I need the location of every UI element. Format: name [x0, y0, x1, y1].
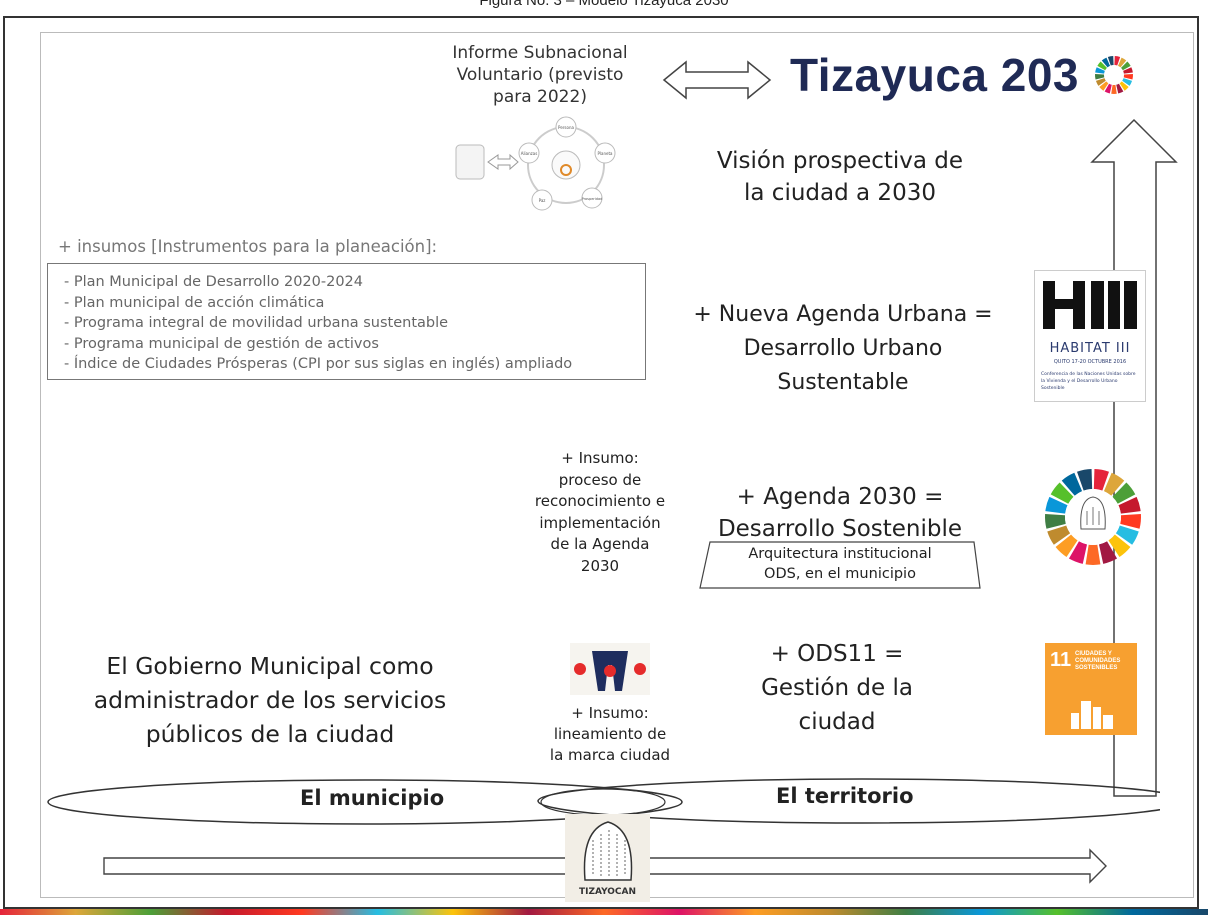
sdg-ring-segment	[1102, 57, 1111, 68]
list-item: - Programa municipal de gestión de activ…	[64, 335, 379, 352]
sdg-wheel-segment	[1077, 469, 1093, 491]
double-arrow-icon	[662, 60, 772, 100]
sdg-wheel-segment	[1098, 541, 1118, 564]
insumos-heading: + insumos [Instrumentos para la planeaci…	[58, 237, 438, 256]
sdg-ring-segment	[1118, 57, 1127, 68]
sdg-wheel-segment	[1068, 541, 1088, 564]
sdg-wheel-segment	[1112, 482, 1136, 504]
sdg-ring-segment	[1104, 83, 1113, 94]
list-item: - Programa integral de movilidad urbana …	[64, 315, 449, 331]
sdg-ring-segment	[1119, 81, 1129, 91]
sdg-ring-segment	[1122, 78, 1133, 86]
sdg-ring-segment	[1095, 67, 1106, 74]
svg-text:Planeta: Planeta	[598, 151, 614, 156]
sdg-wheel-segment	[1093, 469, 1109, 491]
sdg-wheel-segment	[1055, 534, 1078, 558]
list-item: - Plan Municipal de Desarrollo 2020-2024	[64, 274, 363, 290]
sdg-wheel-segment	[1118, 496, 1141, 514]
list-item: - Plan municipal de acción climática	[64, 294, 325, 311]
tizayocan-glyph-icon	[583, 821, 633, 881]
habitat-letters-icon	[1043, 281, 1137, 329]
svg-text:Prosperidad: Prosperidad	[582, 197, 603, 201]
sdg-cycle-diagram: Persona Planeta Prosperidad Paz Alianzas	[455, 116, 616, 211]
sdg-wheel-segment	[1047, 525, 1071, 545]
ods11-gestion: + ODS11 = Gestión de la ciudad	[761, 641, 913, 735]
sdg-ring-segment	[1099, 81, 1109, 91]
city-buildings-icon	[1071, 701, 1113, 729]
tizayuca-2030-logo: Tizayuca 203	[790, 48, 1134, 102]
sdg-ring-segment	[1121, 61, 1131, 71]
vision-prospectiva: Visión prospectiva de la ciudad a 2030	[716, 148, 964, 206]
sdg-ring-segment	[1097, 61, 1108, 71]
sdg-ring-segment	[1114, 56, 1121, 66]
sdg-wheel-segment	[1045, 514, 1066, 529]
sdg-ring-icon	[1095, 56, 1134, 94]
insumos-list: - Plan Municipal de Desarrollo 2020-2024…	[47, 263, 646, 380]
nueva-agenda-urbana: + Nueva Agenda Urbana = Desarrollo Urban…	[693, 302, 993, 395]
outer-frame	[3, 16, 1199, 909]
insumo-marca-ciudad: + Insumo: lineamiento de la marca ciudad	[549, 704, 671, 764]
habitat-iii-logo: HABITAT III QUITO 17-20 OCTUBRE 2016 Con…	[1034, 270, 1146, 402]
sdg-ring-segment	[1124, 74, 1134, 80]
territorio-label: El territorio	[776, 784, 914, 808]
agenda-2030: + Agenda 2030 = Desarrollo Sostenible	[717, 484, 963, 542]
sdg-wheel-icon	[1045, 469, 1141, 565]
sdg-ring-segment	[1111, 84, 1118, 94]
insumo-agenda-2030: + Insumo: proceso de reconocimiento e im…	[534, 449, 666, 575]
ods11-tile: 11 CIUDADES Y COMUNIDADES SOSTENIBLES	[1045, 643, 1137, 735]
sdg-ring-segment	[1096, 78, 1107, 86]
bottom-color-strip	[0, 909, 1208, 915]
sdg-ring-segment	[1123, 67, 1134, 74]
sdg-wheel-segment	[1061, 472, 1083, 496]
sdg-wheel-segment	[1108, 534, 1131, 558]
marca-ciudad-logo	[570, 643, 650, 695]
sdg-ring-segment	[1095, 74, 1105, 80]
sdg-wheel-segment	[1045, 496, 1068, 514]
informe-subnacional: Informe Subnacional Voluntario (previsto…	[452, 43, 628, 107]
gobierno-municipal: El Gobierno Municipal como administrador…	[93, 652, 447, 748]
municipio-label: El municipio	[300, 786, 445, 810]
sdg-ring-segment	[1108, 56, 1114, 66]
sdg-ring-segment	[1116, 83, 1124, 94]
tizayocan-logo: TIZAYOCAN	[565, 814, 650, 902]
sdg-wheel-segment	[1103, 472, 1125, 496]
sdg-wheel-segment	[1120, 514, 1141, 529]
arquitectura-trapezoid	[699, 541, 981, 589]
list-item: - Índice de Ciudades Prósperas (CPI por …	[64, 356, 573, 372]
sdg-wheel-segment	[1050, 482, 1074, 504]
up-arrow-icon	[1090, 118, 1178, 797]
svg-text:Paz: Paz	[539, 198, 546, 203]
svg-text:Alianzas: Alianzas	[521, 151, 538, 156]
arquitectura-text: Arquitectura institucional ODS, en el mu…	[748, 546, 932, 582]
sdg-wheel-segment	[1085, 544, 1101, 565]
svg-text:Persona: Persona	[558, 125, 574, 130]
figure-caption: Figura No. 3 – Modelo Tizayuca 2030	[479, 0, 729, 9]
sdg-wheel-segment	[1115, 525, 1139, 545]
